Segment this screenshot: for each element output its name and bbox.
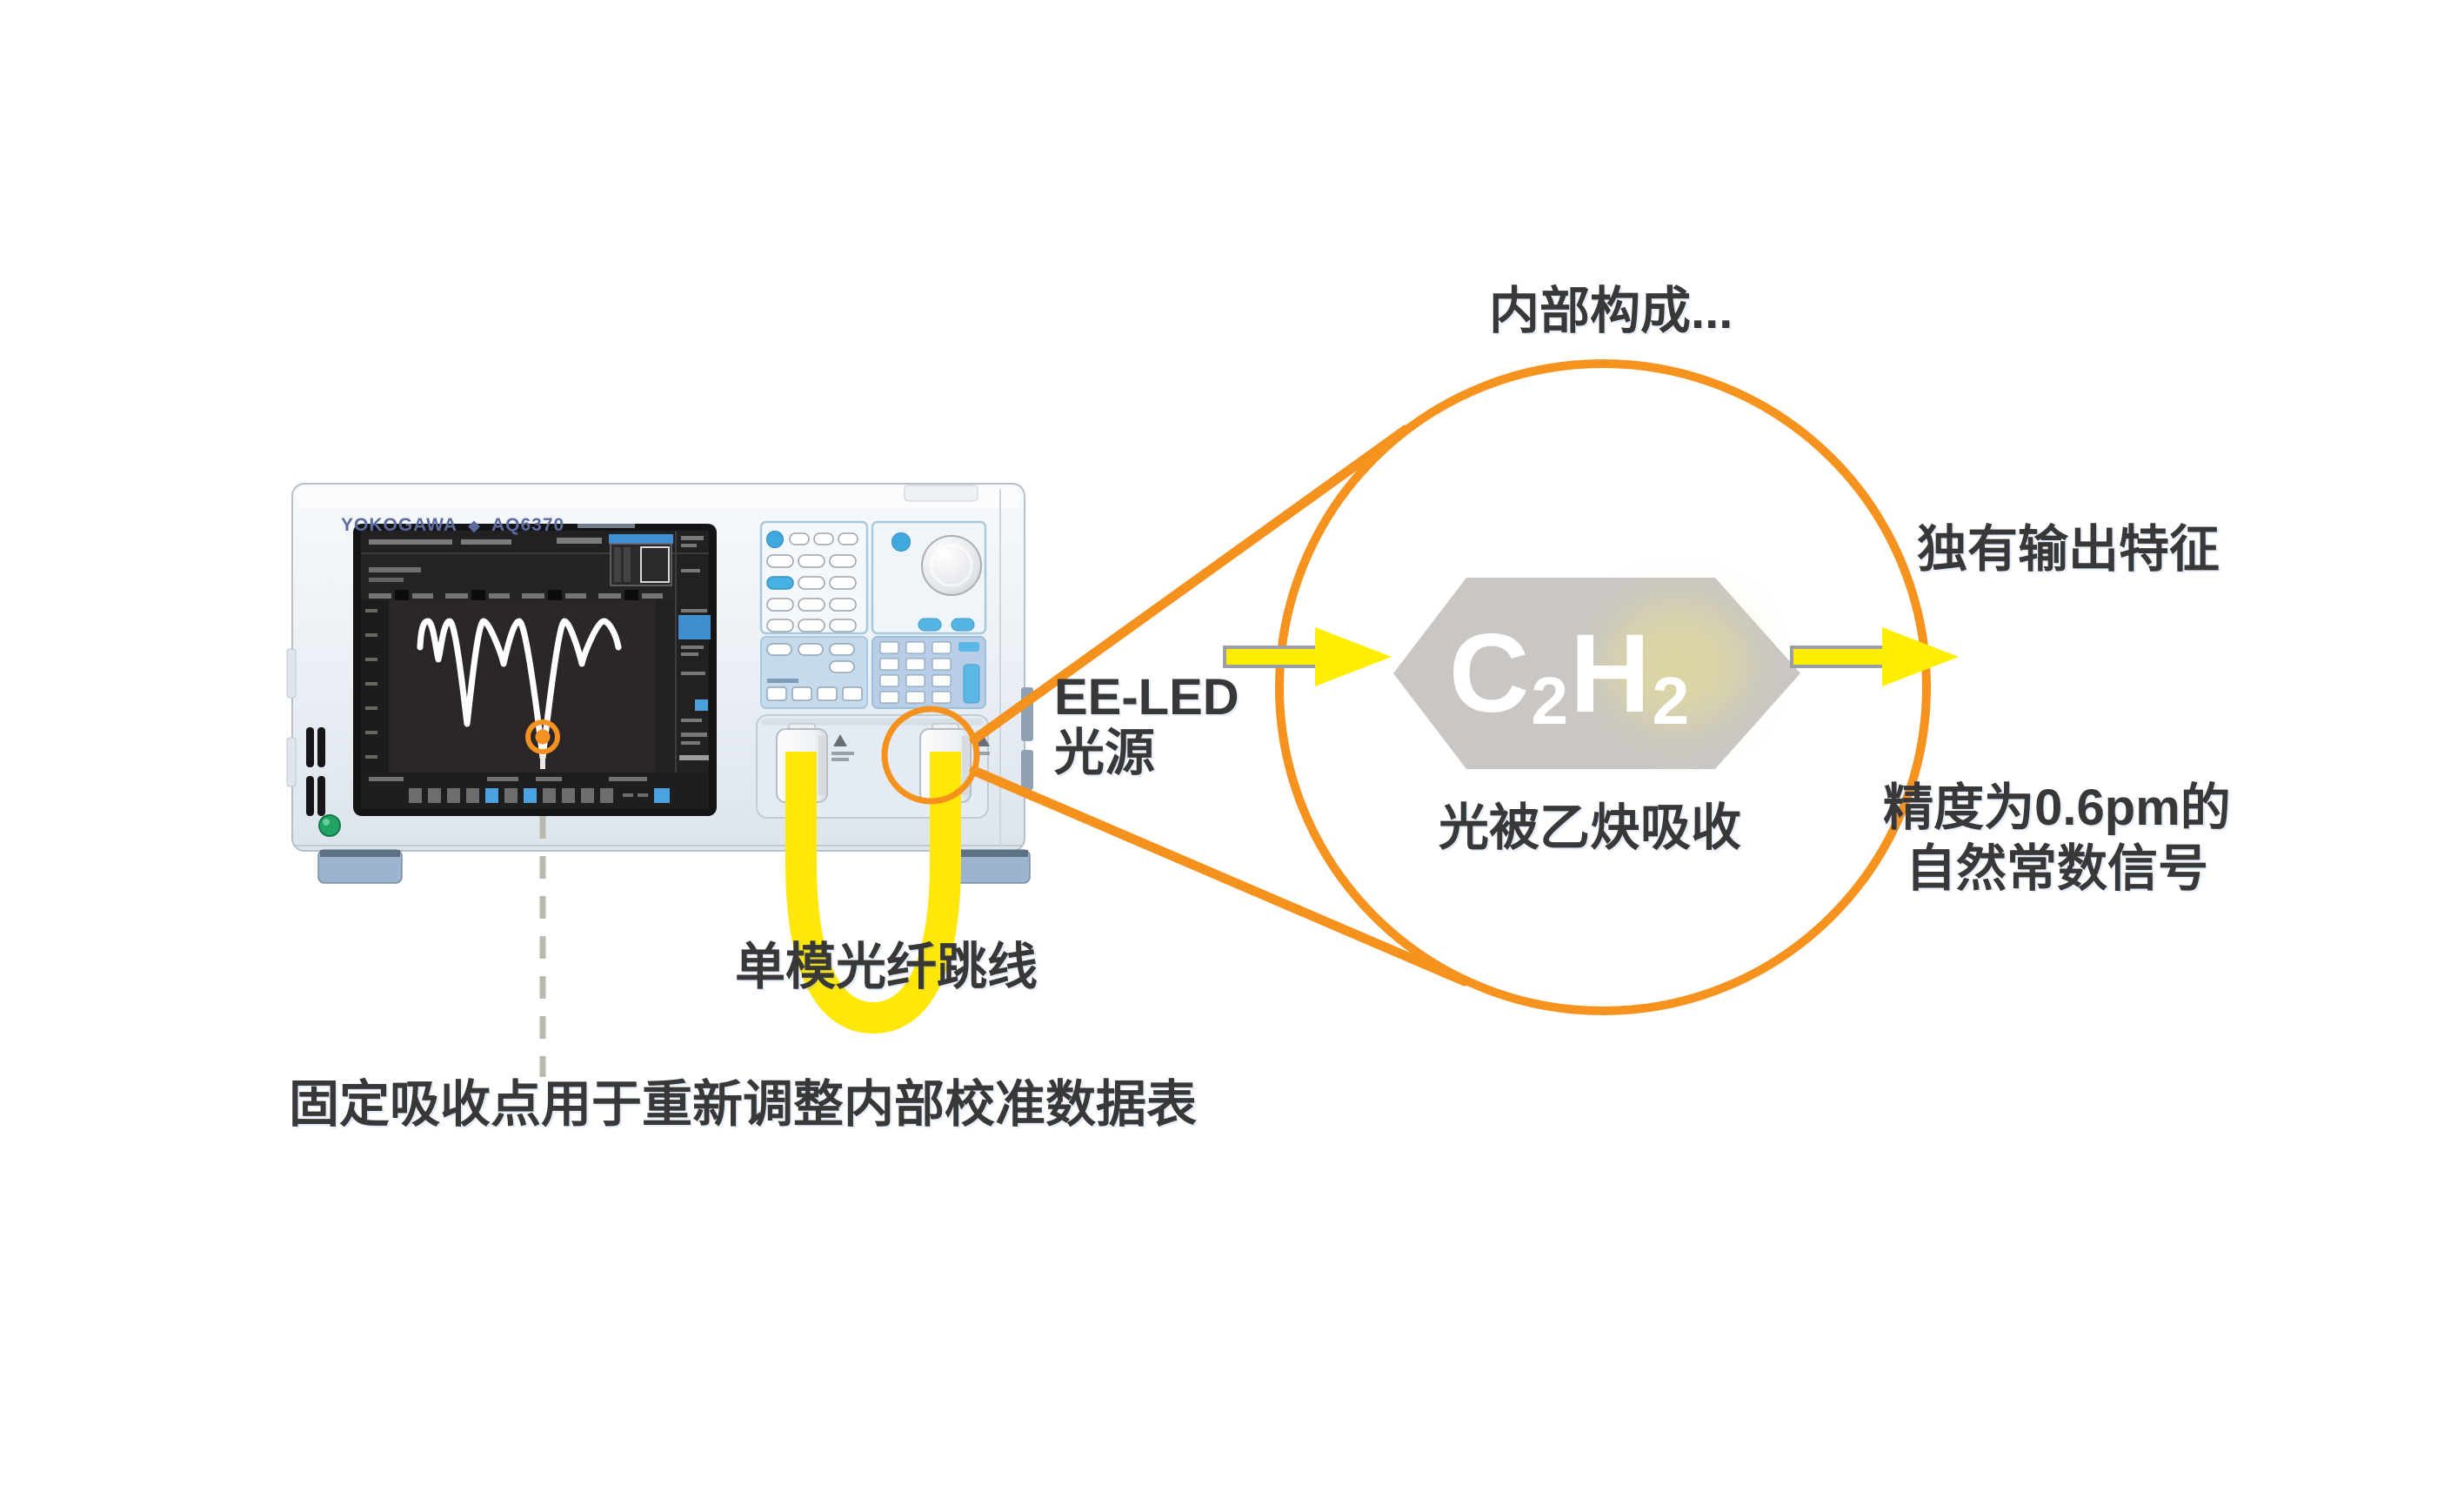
label-ee-led-line2: 光源 [1054, 725, 1156, 781]
zoom-callout-lines [969, 425, 1470, 987]
numeric-blue-key [958, 642, 979, 652]
light-output-arrow [1790, 627, 1959, 686]
absorption-marker-ring [525, 719, 560, 754]
case-left-details [286, 648, 341, 837]
label-absorption: 光被乙炔吸收 [1439, 799, 1742, 856]
analyzer-screen [353, 524, 717, 816]
knob-panel [871, 520, 987, 635]
label-fixed-point-caption: 固定吸收点用于重新调整内部校准数据表 [289, 1076, 1198, 1133]
numeric-keypad [871, 636, 986, 709]
absorption-trace [417, 618, 622, 761]
screen-toolbar [409, 788, 670, 803]
brand-model: AQ6370 [491, 515, 565, 535]
connector-highlight-circle [881, 706, 980, 805]
function-keypad [759, 520, 869, 635]
spectrum-analyzer [286, 483, 1033, 884]
round-key-blue-2 [891, 532, 911, 552]
brand-diamond-icon: ◆ [468, 517, 481, 534]
label-internal-structure: 内部构成... [1489, 283, 1733, 339]
power-button [318, 814, 341, 837]
footer-text-placeholders [369, 777, 647, 781]
light-input-arrow [1223, 627, 1392, 686]
axis-tick-placeholders [365, 609, 377, 759]
secondary-keypad [760, 636, 868, 709]
label-unique-output: 独有输出特征 [1917, 521, 2220, 578]
label-precision-line2: 自然常数信号 [1905, 840, 2208, 897]
softkey-mini-blue [695, 699, 708, 711]
molecule-h-sub: 2 [1652, 663, 1692, 739]
absorption-glow [1606, 602, 1748, 727]
numeric-enter-key [963, 664, 980, 704]
absorption-marker-dot [535, 729, 551, 745]
arrow-key-left [918, 618, 942, 632]
warning-triangle-icon-2 [976, 734, 990, 746]
screen-softkey-column [675, 531, 711, 809]
brand-suffix-bar [578, 523, 636, 528]
screen-title-placeholder [369, 538, 602, 545]
label-ee-led-line1: EE-LED [1054, 669, 1239, 726]
fiber-jumper-cable [785, 752, 961, 1034]
device-branding: YOKOGAWA ◆ AQ6370 [341, 515, 636, 536]
molecule-c: C [1448, 612, 1532, 736]
label-ee-led-source: EE-LED 光源 [1054, 670, 1239, 781]
softkey-highlight [678, 615, 711, 639]
brand-name: YOKOGAWA [341, 515, 457, 535]
label-precision-line1: 精度为0.6pm的 [1883, 779, 2231, 836]
screen-overview-widget [609, 534, 673, 586]
molecule-c-sub: 2 [1531, 663, 1570, 739]
molecule-h: H [1570, 612, 1653, 736]
label-fiber-jumper: 单模光纤跳线 [735, 939, 1038, 995]
warning-triangle-icon [833, 734, 847, 746]
label-precision-signal: 精度为0.6pm的 自然常数信号 [1877, 778, 2237, 900]
waveform-axis-strip [361, 600, 389, 773]
screen-condition-strip [369, 567, 663, 601]
case-top-tab [904, 485, 978, 502]
keypad-label-bar [767, 679, 798, 683]
arrow-key-right [951, 618, 975, 632]
usb-port-slots [306, 727, 325, 816]
pill-key-blue [766, 576, 794, 590]
case-top-sheen [297, 487, 1020, 508]
round-key-blue [766, 531, 784, 548]
molecule-formula-c2h2: C2H2 [1426, 609, 1713, 754]
analyzer-feet [317, 849, 1031, 884]
